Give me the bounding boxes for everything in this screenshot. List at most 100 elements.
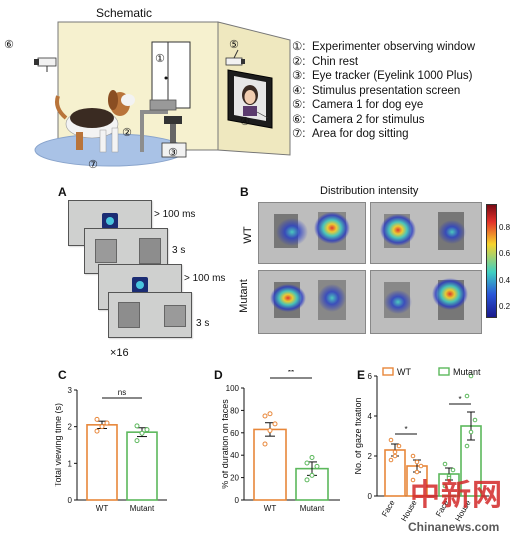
- legend-label: Mutant: [453, 367, 481, 377]
- legend-item: ②:Chin rest: [292, 55, 359, 68]
- panel-letter-b: B: [240, 185, 249, 199]
- data-point: [472, 417, 478, 423]
- dog-face-stimulus-icon: [118, 302, 140, 328]
- legend-swatch: [382, 367, 394, 376]
- y-tick-label: 20: [230, 474, 239, 483]
- marker-eye-tracker: ③: [168, 147, 178, 159]
- repeat-label: ×16: [110, 347, 129, 359]
- y-tick-label: 2: [368, 452, 373, 461]
- schematic-illustration: [34, 21, 291, 167]
- marker-screen: ④: [240, 116, 250, 128]
- data-point: [396, 443, 402, 449]
- bar: [253, 428, 287, 501]
- data-point: [139, 430, 145, 436]
- legend-label: WT: [397, 367, 411, 377]
- trial-screen-stimuli-2: [108, 292, 192, 338]
- data-point: [262, 441, 268, 447]
- data-point: [309, 454, 315, 460]
- house-stimulus-icon: [164, 305, 186, 327]
- y-tick-label: 6: [368, 372, 373, 381]
- x-tick-label: Mutant: [300, 504, 325, 513]
- y-axis-label: % of duration on faces: [222, 399, 230, 489]
- data-point: [94, 428, 100, 434]
- bar: [126, 431, 158, 501]
- bar: [86, 424, 118, 501]
- data-point: [414, 459, 420, 465]
- marker-sitting-area: ⑦: [88, 159, 98, 171]
- significance-label: *: [404, 425, 407, 434]
- x-tick-label: WT: [264, 504, 277, 513]
- schematic-legend: ①:Experimenter observing window ②:Chin r…: [292, 40, 524, 150]
- y-tick-label: 80: [230, 406, 239, 415]
- duration-label: 3 s: [196, 318, 210, 329]
- data-point: [446, 475, 452, 481]
- marker-chin-rest: ②: [122, 127, 132, 139]
- y-tick-label: 3: [68, 386, 73, 395]
- panel-letter-e: E: [357, 368, 366, 382]
- data-point: [309, 472, 315, 478]
- data-point: [144, 427, 150, 433]
- data-point: [442, 483, 448, 489]
- schematic-title: Schematic: [96, 6, 153, 20]
- heatmap-overlay: [270, 212, 468, 320]
- y-tick-label: 60: [230, 429, 239, 438]
- panel-letter-c: C: [58, 368, 67, 382]
- data-point: [272, 421, 278, 427]
- y-tick-label: 1: [68, 459, 73, 468]
- heatmap-title: Distribution intensity: [320, 185, 419, 197]
- data-point: [468, 373, 474, 379]
- data-point: [314, 463, 320, 469]
- colorbar-tick: 0.6: [499, 249, 511, 258]
- colorbar-tick: 0.8: [499, 223, 511, 232]
- data-point: [450, 467, 456, 473]
- colorbar-tick: 0.2: [499, 302, 511, 311]
- dog-face-stimulus-icon: [139, 238, 161, 264]
- data-point: [262, 413, 268, 419]
- data-point: [414, 469, 420, 475]
- x-tick-label: Face: [380, 498, 397, 518]
- data-point: [304, 460, 310, 466]
- y-tick-label: 0: [235, 496, 240, 505]
- data-point: [464, 443, 470, 449]
- legend-item: ⑦:Area for dog sitting: [292, 128, 409, 140]
- marker-observing-window: ①: [155, 53, 165, 65]
- data-point: [418, 463, 424, 469]
- y-tick-label: 40: [230, 451, 239, 460]
- significance-label: **: [288, 370, 294, 377]
- y-axis-label: No. of gaze fixation: [355, 397, 363, 474]
- marker-camera-2: ⑥: [4, 39, 14, 51]
- duration-label: > 100 ms: [154, 209, 196, 220]
- data-point: [104, 420, 110, 426]
- legend-item: ⑤:Camera 1 for dog eye: [292, 99, 424, 111]
- x-tick-label: Mutant: [130, 504, 155, 513]
- significance-label: *: [458, 395, 461, 404]
- data-point: [388, 457, 394, 463]
- row-label-wt: WT: [242, 226, 254, 244]
- legend-swatch: [438, 367, 450, 376]
- watermark-cn: 中新网: [410, 478, 503, 513]
- data-point: [267, 411, 273, 417]
- legend-item: ④:Stimulus presentation screen: [292, 84, 461, 97]
- data-point: [392, 449, 398, 455]
- legend-item: ③:Eye tracker (Eyelink 1000 Plus): [292, 70, 473, 82]
- y-tick-label: 2: [68, 423, 73, 432]
- significance-label: ns: [118, 388, 126, 397]
- legend-item: ①:Experimenter observing window: [292, 41, 475, 53]
- y-tick-label: 4: [368, 412, 373, 421]
- house-stimulus-icon: [95, 239, 117, 263]
- data-point: [410, 453, 416, 459]
- data-point: [304, 477, 310, 483]
- panel-letter-d: D: [214, 368, 223, 382]
- fixation-target-icon: [132, 277, 148, 293]
- data-point: [410, 477, 416, 483]
- data-point: [468, 429, 474, 435]
- watermark-en: Chinanews.com: [408, 520, 500, 534]
- row-label-mutant: Mutant: [238, 279, 250, 313]
- duration-label: > 100 ms: [184, 273, 226, 284]
- marker-camera-1: ⑤: [229, 39, 239, 51]
- data-point: [464, 393, 470, 399]
